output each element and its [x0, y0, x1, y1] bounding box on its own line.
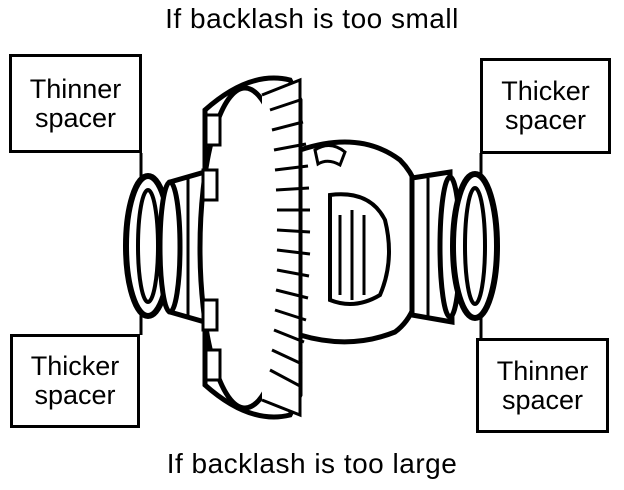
label-bottom-left-thicker-spacer: Thicker spacer: [10, 334, 140, 428]
label-top-right-thicker-spacer: Thicker spacer: [480, 58, 611, 154]
differential-case: [297, 139, 425, 345]
ring-gear: [197, 75, 311, 420]
label-line-2: spacer: [34, 102, 117, 133]
label-line-2: spacer: [504, 105, 587, 135]
label-line-1: Thicker: [30, 351, 120, 381]
caption-backlash-too-large: If backlash is too large: [166, 448, 458, 479]
label-line-1: Thinner: [496, 355, 589, 386]
left-bearing: [157, 168, 208, 326]
label-bottom-right-thinner-spacer: Thinner spacer: [476, 338, 609, 433]
label-line-2: spacer: [34, 380, 116, 410]
caption-backlash-too-small: If backlash is too small: [165, 3, 459, 34]
label-top-left-thinner-spacer: Thinner spacer: [9, 54, 142, 153]
label-line-2: spacer: [501, 384, 584, 415]
right-spacer: [450, 171, 500, 321]
label-line-1: Thinner: [29, 73, 122, 104]
label-line-1: Thicker: [501, 76, 590, 106]
